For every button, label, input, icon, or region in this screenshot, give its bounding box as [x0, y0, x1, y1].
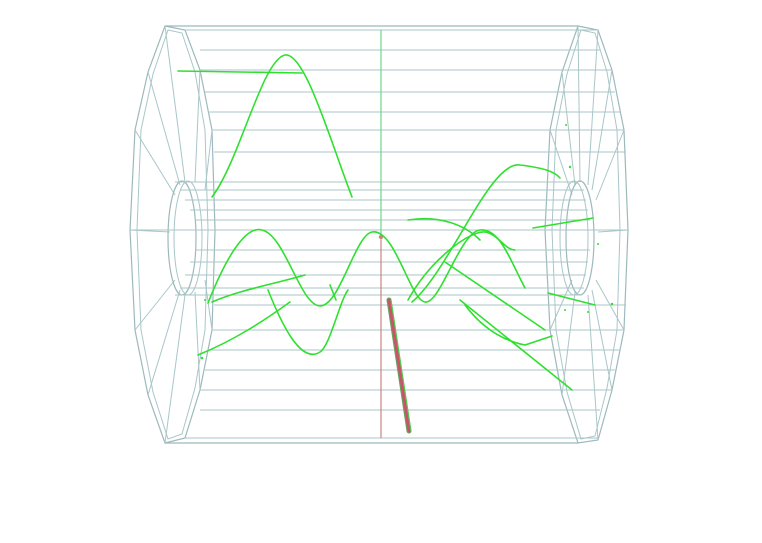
track-14 [547, 292, 596, 306]
track-7 [407, 231, 516, 301]
track-2 [211, 54, 353, 198]
track-1 [177, 70, 303, 74]
detector-hits [200, 124, 614, 360]
jet-track[interactable] [386, 297, 412, 434]
track-12 [464, 304, 553, 346]
track-6 [197, 301, 291, 356]
right-endcap [544, 25, 629, 444]
track-9 [407, 217, 481, 241]
track-3 [207, 228, 526, 307]
track-15 [329, 284, 337, 301]
track-5 [267, 289, 349, 355]
left-endcap [129, 25, 216, 444]
barrel-wireframe [130, 25, 628, 444]
track-13 [532, 217, 594, 229]
track-8 [411, 164, 561, 303]
track-10 [444, 261, 546, 331]
particle-tracks[interactable] [177, 54, 596, 391]
track-4 [211, 274, 306, 303]
track-11 [459, 299, 573, 391]
